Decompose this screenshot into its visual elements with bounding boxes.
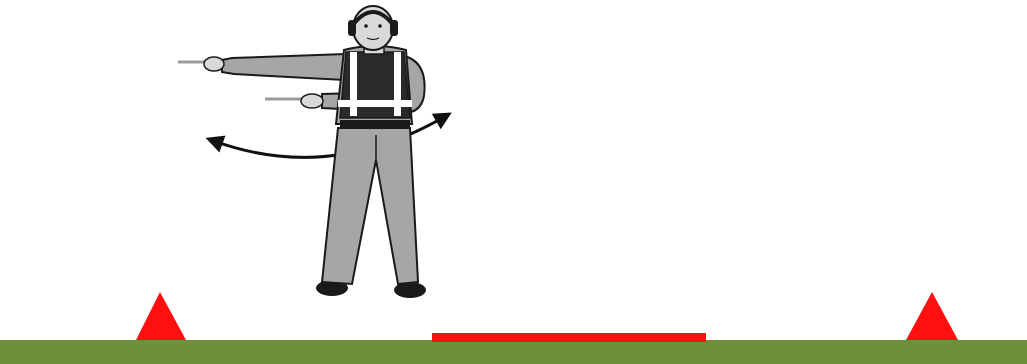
ear-defender-right (390, 20, 398, 36)
trousers (322, 128, 418, 284)
ground-strip (0, 340, 1027, 364)
belt (340, 120, 410, 127)
left-arm-extended (222, 54, 346, 80)
eye-left (364, 24, 368, 28)
left-hand (204, 57, 224, 71)
right-hand (301, 94, 323, 108)
vest-stripe-horizontal (338, 100, 412, 107)
eye-right (378, 24, 382, 28)
marshaller-figure (178, 6, 426, 298)
right-ground-cone (906, 292, 958, 340)
ear-defender-left (348, 20, 356, 36)
center-ground-marker (432, 333, 706, 342)
left-ground-cone (136, 292, 186, 340)
